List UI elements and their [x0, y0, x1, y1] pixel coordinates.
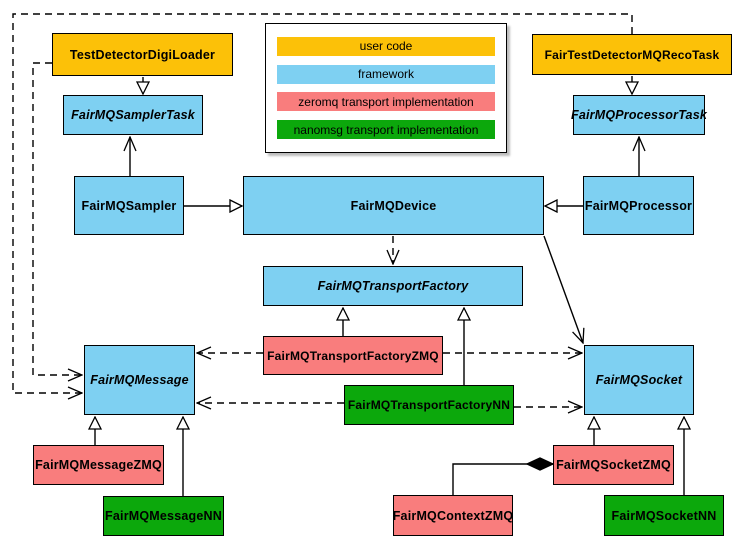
node-fair-test-detector-mq-reco-task: FairTestDetectorMQRecoTask — [532, 34, 732, 75]
node-fairmq-socket-nn: FairMQSocketNN — [604, 495, 724, 536]
edge-assoc-device-socket — [543, 235, 583, 343]
legend-item-nanomsg: nanomsg transport implementation — [277, 120, 495, 140]
node-fairmq-socket: FairMQSocket — [584, 345, 694, 415]
edge-comp-contextzmq-socketzmq — [452, 464, 553, 495]
node-fairmq-transport-factory: FairMQTransportFactory — [263, 266, 523, 306]
node-fairmq-socket-zmq: FairMQSocketZMQ — [553, 445, 674, 485]
node-fairmq-sampler: FairMQSampler — [74, 176, 184, 235]
node-fairmq-device: FairMQDevice — [243, 176, 544, 235]
edge-dep-digiloader-message — [32, 62, 82, 375]
node-fairmq-context-zmq: FairMQContextZMQ — [393, 495, 513, 536]
node-fairmq-message-nn: FairMQMessageNN — [103, 496, 224, 536]
node-fairmq-message: FairMQMessage — [84, 345, 195, 415]
edge-dep-recotask-message — [12, 13, 633, 393]
node-fairmq-processor-task: FairMQProcessorTask — [571, 95, 707, 135]
legend-item-framework: framework — [277, 64, 495, 84]
node-fairmq-sampler-task: FairMQSamplerTask — [63, 95, 203, 135]
legend-item-zeromq: zeromq transport implementation — [277, 92, 495, 112]
node-fairmq-transport-factory-nn: FairMQTransportFactoryNN — [344, 385, 514, 425]
legend-box: user code framework zeromq transport imp… — [265, 23, 507, 153]
node-fairmq-processor: FairMQProcessor — [583, 176, 694, 235]
node-test-detector-digi-loader: TestDetectorDigiLoader — [52, 33, 233, 76]
node-fairmq-transport-factory-zmq: FairMQTransportFactoryZMQ — [263, 336, 443, 375]
legend-item-user-code: user code — [277, 36, 495, 56]
node-fairmq-message-zmq: FairMQMessageZMQ — [33, 445, 164, 485]
